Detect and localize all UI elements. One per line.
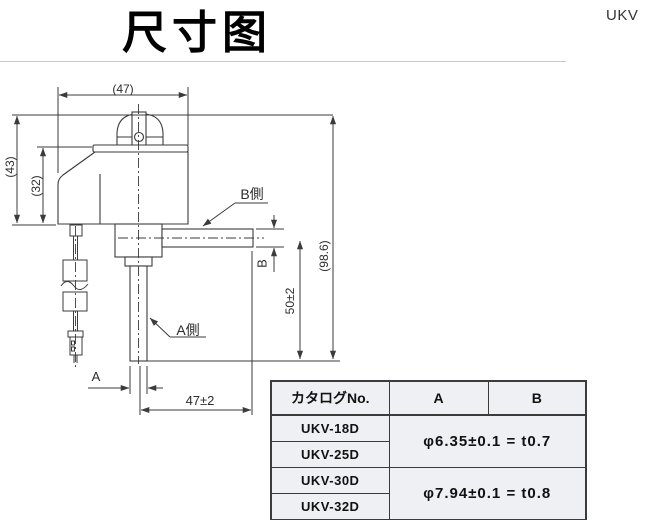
dimension-value-cell: φ6.35±0.1 = t0.7 bbox=[388, 414, 587, 468]
dim-overall-height-label: (98.6) bbox=[317, 240, 331, 272]
table-row: UKV-18D φ6.35±0.1 = t0.7 bbox=[270, 414, 587, 468]
col-header-b: B bbox=[487, 380, 587, 416]
side-a-label: A側 bbox=[176, 322, 200, 338]
model-cell: UKV-25D bbox=[270, 441, 390, 468]
page-title: 尺寸图 bbox=[122, 6, 273, 59]
centerlines bbox=[75, 104, 264, 367]
valve-body-shape bbox=[57, 111, 254, 362]
col-header-catalog: カタログNo. bbox=[270, 380, 390, 416]
brand-label: UKV bbox=[606, 7, 639, 24]
dim-top-width-label: (47) bbox=[112, 82, 134, 96]
dimension-lines bbox=[12, 87, 340, 415]
model-cell: UKV-18D bbox=[270, 414, 390, 442]
side-b-label: B側 bbox=[240, 186, 264, 202]
dim-tube-a-diameter-label: A bbox=[91, 369, 101, 384]
dimension-value-cell: φ7.94±0.1 = t0.8 bbox=[388, 467, 587, 520]
model-cell: UKV-32D bbox=[270, 493, 390, 520]
dim-bottom-span-label: 47±2 bbox=[185, 393, 215, 408]
table-row: UKV-32D bbox=[270, 493, 586, 520]
dim-body-height-label: (32) bbox=[29, 175, 43, 197]
dim-tube-b-length-label: 50±2 bbox=[283, 287, 297, 315]
dim-total-height-label: (43) bbox=[3, 156, 17, 178]
spec-table: カタログNo. A B UKV-18D φ6.35±0.1 = t0.7 UKV… bbox=[270, 380, 587, 520]
model-cell: UKV-30D bbox=[270, 467, 390, 494]
col-header-a: A bbox=[388, 380, 489, 416]
dim-tube-b-diameter-label: B bbox=[254, 259, 270, 268]
title-divider bbox=[0, 61, 566, 62]
table-row: UKV-30D φ7.94±0.1 = t0.8 bbox=[270, 467, 587, 520]
capillary-tube-shape bbox=[60, 224, 89, 363]
table-row: UKV-25D bbox=[270, 441, 586, 468]
